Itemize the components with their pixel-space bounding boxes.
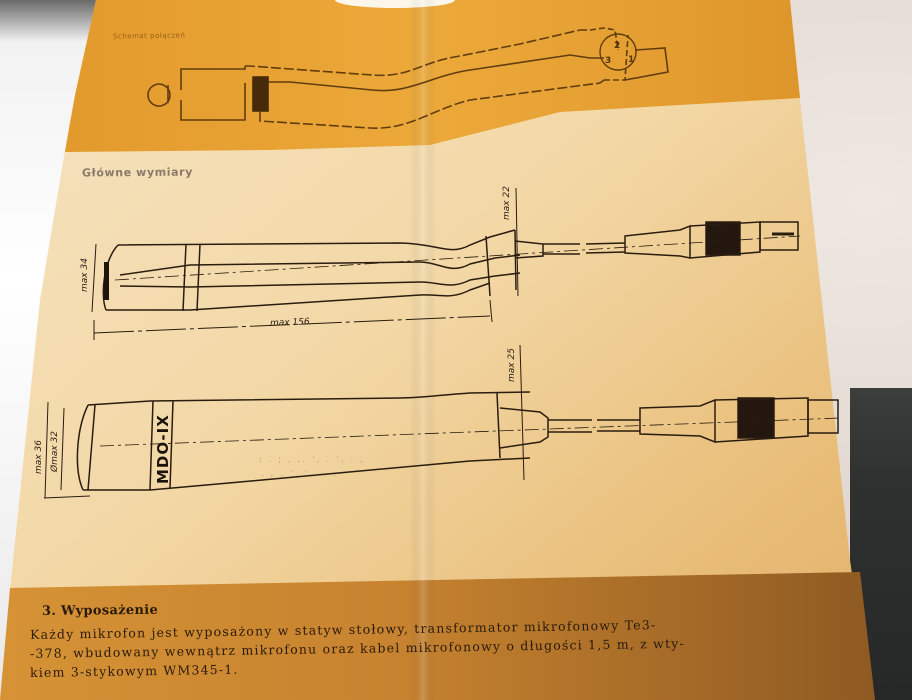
svg-text:. , . ', ' , . .: . , . ', ' , . . bbox=[260, 469, 337, 478]
svg-text:3: 3 bbox=[605, 56, 611, 66]
svg-text:1: 1 bbox=[628, 55, 634, 65]
microphone-drawing-top bbox=[91, 187, 801, 340]
microphone-drawing-bottom bbox=[43, 344, 841, 499]
svg-text:: . ; , ,. ', . '. . ,: : . ; , ,. ', . '. . , bbox=[258, 455, 364, 464]
svg-text:2: 2 bbox=[614, 41, 620, 51]
wiring-schematic bbox=[147, 27, 669, 129]
